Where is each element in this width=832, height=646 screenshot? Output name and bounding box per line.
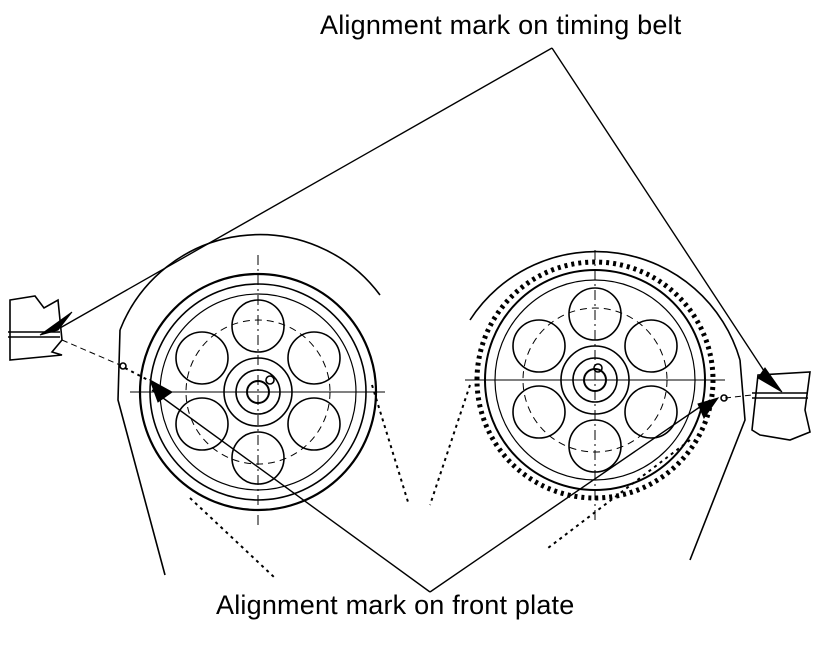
left-sprocket-hole [287,331,341,385]
right-sprocket-hole [512,385,566,439]
right-sprocket-hole [512,319,566,373]
leader-front-plate [151,389,711,593]
left-housing-outline [119,233,381,331]
front-plate-mark-label: Alignment mark on front plate [216,590,575,620]
leader-timing-belt [59,47,771,381]
right-sprocket-hole [624,385,678,439]
timing-belt-mark-label: Alignment mark on timing belt [320,10,682,40]
arrowhead-belt-left [39,311,73,336]
left-housing-side [117,329,166,576]
right-sprocket-hole [624,319,678,373]
right-housing-outline [469,250,741,361]
arrowhead-plate-right [697,397,720,420]
left-sprocket-hole [287,397,341,451]
left-sprocket-hole [175,331,229,385]
arrowhead-plate-left [149,378,173,403]
right-sprocket [465,250,725,520]
right-bracket [720,371,811,441]
right-housing-side [689,359,746,561]
left-bracket [8,295,127,370]
left-sprocket-hole [175,397,229,451]
timing-belt [124,367,691,579]
arrowhead-belt-right [757,367,783,393]
left-sprocket [130,255,385,525]
